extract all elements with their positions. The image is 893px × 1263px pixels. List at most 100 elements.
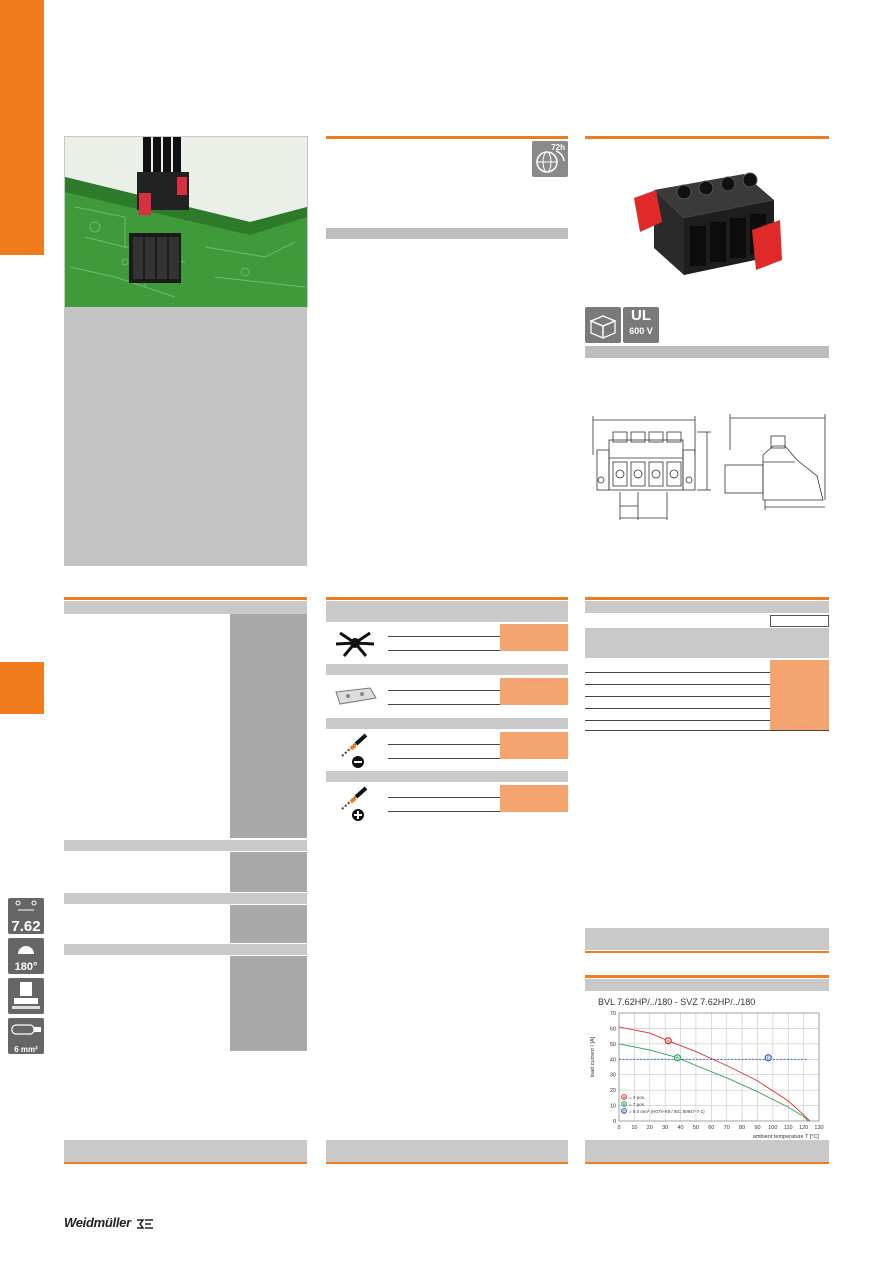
footer-rule-right <box>585 1162 829 1164</box>
series-marker-b <box>673 1054 682 1062</box>
footer-band-middle <box>326 1140 568 1162</box>
specs-value-column <box>230 614 307 838</box>
footer-band-right <box>585 1140 829 1162</box>
wire-size-value: 6 mm² <box>14 1045 38 1054</box>
x-tick-label: 60 <box>708 1125 714 1131</box>
accessory-row-line <box>388 636 500 637</box>
ordering-field-box[interactable] <box>770 615 829 627</box>
specs-subheader-3 <box>64 944 307 955</box>
x-tick-label: 130 <box>814 1125 823 1131</box>
flat-screwdriver-icon <box>341 733 368 768</box>
y-tick-label: 50 <box>610 1042 616 1048</box>
column-rule-ordering <box>585 597 829 600</box>
pitch-glyph <box>15 900 37 911</box>
accessory-row-line <box>388 797 500 798</box>
accessory-group-1 <box>326 622 568 664</box>
globe-icon <box>536 150 565 173</box>
ordering-table <box>585 660 829 732</box>
accessory-row-line <box>388 811 500 812</box>
column-rule-accessories <box>326 597 568 600</box>
accessory-order-cell <box>500 732 568 759</box>
accessory-order-cell <box>500 785 568 812</box>
series-marker-c <box>764 1054 772 1062</box>
y-tick-label: 10 <box>610 1104 616 1110</box>
legend-entry: = 6.0 mm² (H07V-K9 / IEC 60947-7-1) <box>629 1109 705 1114</box>
section-tab <box>0 662 44 714</box>
x-tick-label: 80 <box>739 1125 745 1131</box>
dimension-drawing <box>585 410 829 540</box>
ul-badge: UL 600 V <box>623 307 659 343</box>
x-tick-label: 70 <box>724 1125 730 1131</box>
x-axis-label: ambient temperature T [°C] <box>753 1134 820 1140</box>
angle-value: 180° <box>14 961 38 973</box>
ul-badge-title: UL <box>631 307 651 324</box>
phillips-screwdriver-icon <box>341 786 368 821</box>
legend-marker-label: C <box>623 1110 626 1114</box>
legend-marker <box>621 1108 627 1114</box>
accessory-row-line <box>388 690 500 691</box>
footer-band-left <box>64 1140 307 1162</box>
tropic-badge: 72h <box>532 141 568 177</box>
ordering-row-line <box>585 672 829 673</box>
accessory-order-cell <box>500 678 568 705</box>
specs-subheader-1 <box>64 840 307 851</box>
series-marker-a <box>664 1037 672 1045</box>
accessory-row-line <box>388 744 500 745</box>
pitch-icon: 7.62 <box>8 898 44 934</box>
column-rule-right <box>585 136 829 139</box>
x-tick-label: 0 <box>617 1125 620 1131</box>
tropic-badge-label: 72h <box>551 143 565 152</box>
y-tick-label: 20 <box>610 1088 616 1094</box>
accessory-divider-3 <box>326 771 568 782</box>
legend-marker-label: B <box>623 1103 626 1107</box>
series-marker-label: B <box>676 1056 680 1061</box>
accessory-group-2 <box>326 676 568 718</box>
x-tick-label: 120 <box>799 1125 808 1131</box>
ordering-row-line <box>585 730 829 731</box>
ul-badge-voltage: 600 V <box>629 326 653 336</box>
connector-type-glyph <box>12 982 40 1009</box>
ordering-row-line <box>585 696 829 697</box>
x-tick-label: 40 <box>677 1125 683 1131</box>
ordering-header <box>585 601 829 613</box>
ordering-row-line <box>585 684 829 685</box>
brand-logo: Weidmüller <box>64 1215 154 1230</box>
connector-illustration <box>634 172 782 275</box>
y-tick-label: 70 <box>610 1011 616 1017</box>
angle-glyph <box>18 946 34 954</box>
column-rule-chart <box>585 975 829 978</box>
packaging-badge <box>585 307 621 343</box>
y-tick-label: 40 <box>610 1057 616 1063</box>
right-header-band <box>585 346 829 358</box>
description-panel <box>64 307 307 566</box>
legend-marker <box>621 1101 627 1107</box>
accessory-group-4 <box>326 783 568 825</box>
y-axis-label: load current I [A] <box>590 1036 596 1077</box>
legend-entry: = 2 pos. <box>629 1095 645 1100</box>
angle-icon: 180° <box>8 938 44 974</box>
plot-frame <box>618 1012 820 1122</box>
middle-header-band <box>326 228 568 239</box>
accessories-header <box>326 601 568 622</box>
footer-rule-middle <box>326 1162 568 1164</box>
series-marker-label: A <box>667 1039 671 1044</box>
chart-title: BVL 7.62HP/../180 - SVZ 7.62HP/../180 <box>598 997 756 1007</box>
accessory-order-cell <box>500 624 568 651</box>
accessory-row-line <box>388 650 500 651</box>
ordering-footer-band <box>585 928 829 950</box>
box-icon <box>589 315 617 339</box>
legend-marker <box>621 1094 627 1100</box>
ordering-footer-rule <box>585 951 829 953</box>
series-line-a <box>618 1026 811 1122</box>
x-tick-label: 20 <box>647 1125 653 1131</box>
pcb-photo-illustration <box>65 137 307 307</box>
specs-value-column-2 <box>230 852 307 892</box>
specs-value-column-4 <box>230 956 307 1051</box>
product-photo <box>64 136 308 308</box>
connector-photo <box>624 160 784 280</box>
ordering-order-column <box>770 660 829 730</box>
brand-logo-mark-icon <box>137 1218 154 1229</box>
accessory-row-line <box>388 704 500 705</box>
